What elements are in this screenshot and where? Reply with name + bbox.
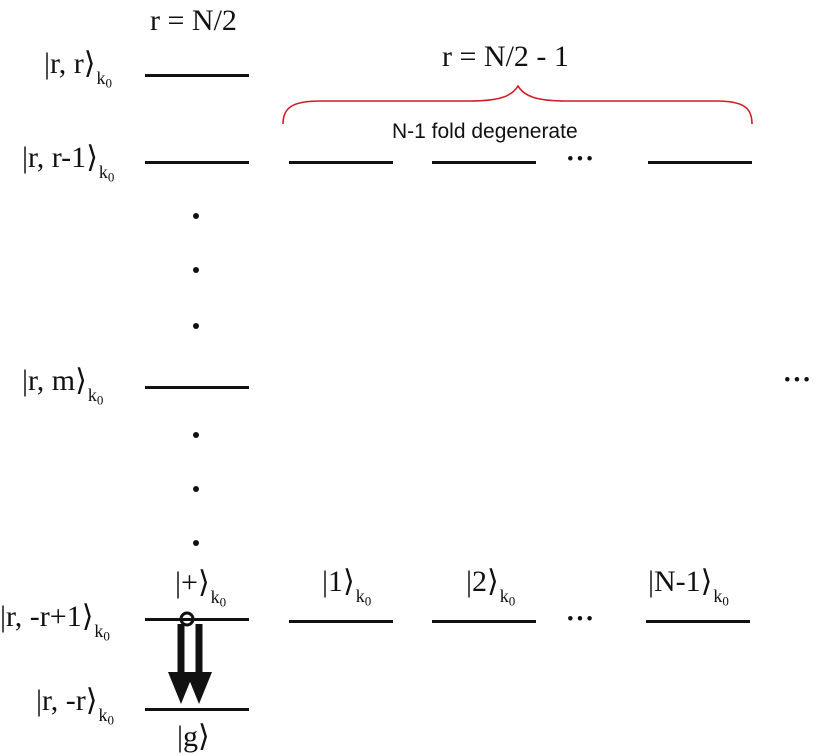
degenerate-state-line-2 <box>432 620 536 623</box>
degenerate-level-line <box>289 161 393 164</box>
vertical-ellipsis-dot <box>193 486 199 492</box>
more-manifolds-ellipsis: ••• <box>784 370 813 391</box>
label-state-n-minus-1: |N-1⟩k0 <box>648 565 729 609</box>
degenerate-level-line <box>648 161 752 164</box>
degenerate-state-line-1 <box>289 620 393 623</box>
header-r-n-half-minus-one: r = N/2 - 1 <box>442 40 569 73</box>
degenerate-state-line-n-minus-1 <box>646 620 750 623</box>
degenerate-level-line <box>432 161 536 164</box>
horizontal-ellipsis: ••• <box>567 609 596 630</box>
level-line-r-m <box>145 386 249 389</box>
label-state-2: |2⟩k0 <box>466 565 516 609</box>
label-r-minus-r: |r, -r⟩k0 <box>36 684 114 728</box>
vertical-ellipsis-dot <box>193 267 199 273</box>
label-r-r-minus-1: |r, r-1⟩k0 <box>22 141 115 185</box>
horizontal-ellipsis: ••• <box>567 149 596 170</box>
header-r-n-half: r = N/2 <box>150 4 237 37</box>
level-line-r-minus-r <box>145 708 249 711</box>
label-plus-state: |+⟩k0 <box>175 566 227 610</box>
label-r-m: |r, m⟩k0 <box>22 364 104 408</box>
level-line-r-minus-r-plus-1 <box>145 618 249 621</box>
label-r-r: |r, r⟩k0 <box>44 47 113 91</box>
vertical-ellipsis-dot <box>193 213 199 219</box>
level-line-r-r-minus-1 <box>145 161 249 164</box>
level-line-r-r <box>145 74 249 77</box>
vertical-ellipsis-dot <box>193 540 199 546</box>
label-ground-state: |g⟩ <box>177 720 210 753</box>
label-r-minus-r-plus-1: |r, -r+1⟩k0 <box>0 600 110 644</box>
brace-label: N-1 fold degenerate <box>392 120 578 143</box>
vertical-ellipsis-dot <box>193 432 199 438</box>
vertical-ellipsis-dot <box>193 323 199 329</box>
label-state-1: |1⟩k0 <box>322 565 372 609</box>
